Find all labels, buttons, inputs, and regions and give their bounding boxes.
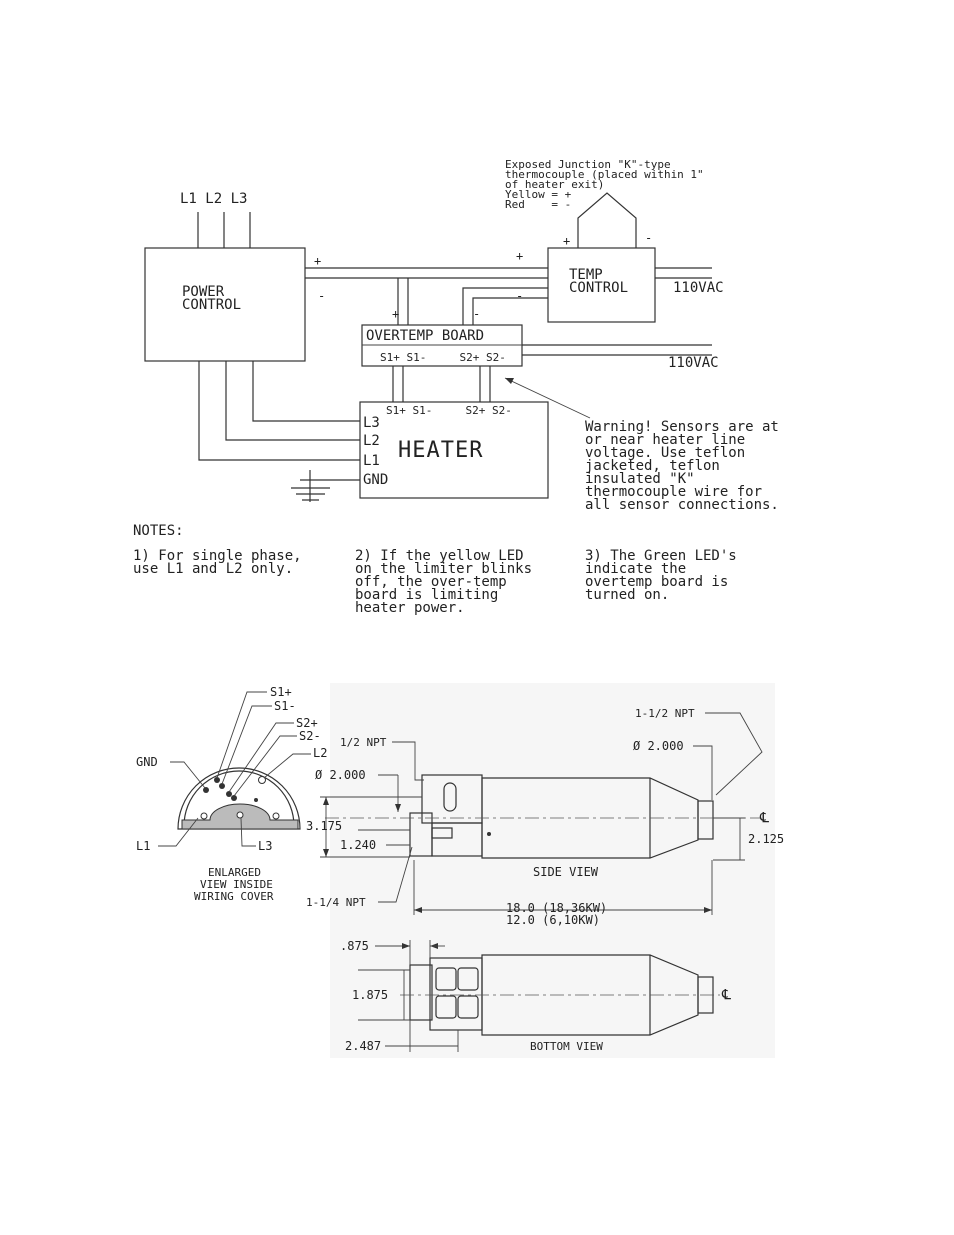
- warning-line-3: voltage. Use teflon: [585, 445, 745, 461]
- warning-line-7: all sensor connections.: [585, 497, 779, 513]
- note3-line-2: indicate the: [585, 561, 686, 577]
- overtemp-board: [361, 324, 523, 367]
- heater-box: [359, 401, 549, 499]
- enlarged-label-1: ENLARGED: [208, 866, 261, 879]
- heater-term-l1: L1: [363, 453, 380, 469]
- cover-s1-plus: S1+: [270, 685, 292, 699]
- dia-right-label: Ø 2.000: [633, 739, 684, 753]
- tc-note-line-2: thermocouple (placed within 1": [505, 168, 704, 181]
- tc-plus: +: [563, 234, 570, 248]
- note2-line-4: board is limiting: [355, 587, 498, 603]
- heater-term-l3: L3: [363, 415, 380, 431]
- note3-line-4: turned on.: [585, 587, 669, 603]
- dim-2125: 2.125: [748, 832, 784, 846]
- heater-title: HEATER: [398, 438, 483, 463]
- temp-control-box: [547, 247, 656, 323]
- tc-in-plus: +: [516, 249, 523, 263]
- tc-note-line-3: of heater exit): [505, 178, 604, 191]
- mechanical-drawing: S1+ S1- S2+ S2- L2 GND L1 L3 ENLARGED VI…: [136, 683, 784, 1058]
- dia-left-label: Ø 2.000: [315, 768, 366, 782]
- bottom-view-label: BOTTOM VIEW: [530, 1040, 603, 1053]
- cover-l2: L2: [313, 746, 327, 760]
- note1-line-1: 1) For single phase,: [133, 548, 302, 564]
- warning-line-1: Warning! Sensors are at: [585, 419, 779, 435]
- pc-minus: -: [318, 289, 325, 303]
- notes-heading: NOTES:: [133, 523, 184, 539]
- half-npt-label: 1/2 NPT: [340, 736, 387, 749]
- temp-control-label-1: TEMP: [569, 267, 603, 283]
- ob-minus: -: [473, 307, 480, 321]
- note1-line-2: use L1 and L2 only.: [133, 561, 293, 577]
- tc-note-line-1: Exposed Junction "K"-type: [505, 158, 671, 171]
- warning-line-2: or near heater line: [585, 432, 745, 448]
- side-centerline: ℄: [759, 810, 769, 826]
- heater-term-gnd: GND: [363, 472, 388, 488]
- vac-label-1: 110VAC: [673, 280, 724, 296]
- cover-gnd: GND: [136, 755, 158, 769]
- enlarged-label-3: WIRING COVER: [194, 890, 274, 903]
- power-control-label-1: POWER: [182, 284, 225, 300]
- tc-minus: -: [645, 231, 652, 245]
- dim-3175: 3.175: [306, 819, 342, 833]
- cover-l1: L1: [136, 839, 150, 853]
- note2-line-3: off, the over-temp: [355, 574, 507, 590]
- power-control-box: [144, 247, 306, 362]
- warning-line-4: jacketed, teflon: [585, 458, 720, 474]
- overtemp-board-label: OVERTEMP BOARD: [366, 328, 484, 344]
- dim-1875: 1.875: [352, 988, 388, 1002]
- tc-note-line-5: Red = -: [505, 198, 571, 211]
- thermocouple-junction: [577, 192, 637, 248]
- note2-line-5: heater power.: [355, 600, 465, 616]
- tc-in-minus: -: [516, 289, 523, 303]
- vac-label-2: 110VAC: [668, 355, 719, 371]
- dim-1240: 1.240: [340, 838, 376, 852]
- cover-s2-plus: S2+: [296, 716, 318, 730]
- heater-term-l2: L2: [363, 433, 380, 449]
- cover-l3: L3: [258, 839, 272, 853]
- heater-pins: S1+ S1- S2+ S2-: [386, 404, 512, 417]
- npt-15-label: 1-1/2 NPT: [635, 707, 695, 720]
- note2-line-2: on the limiter blinks: [355, 561, 532, 577]
- warning-line-6: thermocouple wire for: [585, 484, 762, 500]
- note3-line-3: overtemp board is: [585, 574, 728, 590]
- quarter-npt-label: 1-1/4 NPT: [306, 896, 366, 909]
- dim-2487: 2.487: [345, 1039, 381, 1053]
- tc-note-line-4: Yellow = +: [505, 188, 572, 201]
- ob-plus: +: [392, 307, 399, 321]
- notes-section: NOTES: 1) For single phase, use L1 and L…: [133, 523, 737, 616]
- bottom-centerline: ℄: [721, 987, 731, 1003]
- dim-875: .875: [340, 939, 369, 953]
- bottom-view: ℄ .875 1.875 2.487 BOTTOM VIEW: [340, 939, 731, 1053]
- temp-control-label-2: CONTROL: [569, 280, 628, 296]
- pc-plus: +: [314, 254, 321, 268]
- power-control-label-2: CONTROL: [182, 297, 241, 313]
- side-view: ℄ 1/2 NPT Ø 2.000 3.175 1.240 1-1/4 NPT …: [306, 707, 784, 927]
- warning-line-5: insulated "K": [585, 471, 695, 487]
- board-pins: S1+ S1- S2+ S2-: [380, 351, 506, 364]
- length-label-1: 18.0 (18,36KW): [506, 901, 607, 915]
- wiring-diagram: Exposed Junction "K"-type thermocouple (…: [144, 158, 779, 513]
- cover-s1-minus: S1-: [274, 699, 296, 713]
- enlarged-wiring-view: S1+ S1- S2+ S2- L2 GND L1 L3 ENLARGED VI…: [136, 685, 327, 903]
- cover-s2-minus: S2-: [299, 729, 321, 743]
- note3-line-1: 3) The Green LED's: [585, 548, 737, 564]
- note2-line-1: 2) If the yellow LED: [355, 548, 524, 564]
- length-label-2: 12.0 (6,10KW): [506, 913, 600, 927]
- enlarged-label-2: VIEW INSIDE: [200, 878, 273, 891]
- side-view-label: SIDE VIEW: [533, 865, 599, 879]
- line-labels: L1 L2 L3: [180, 191, 247, 207]
